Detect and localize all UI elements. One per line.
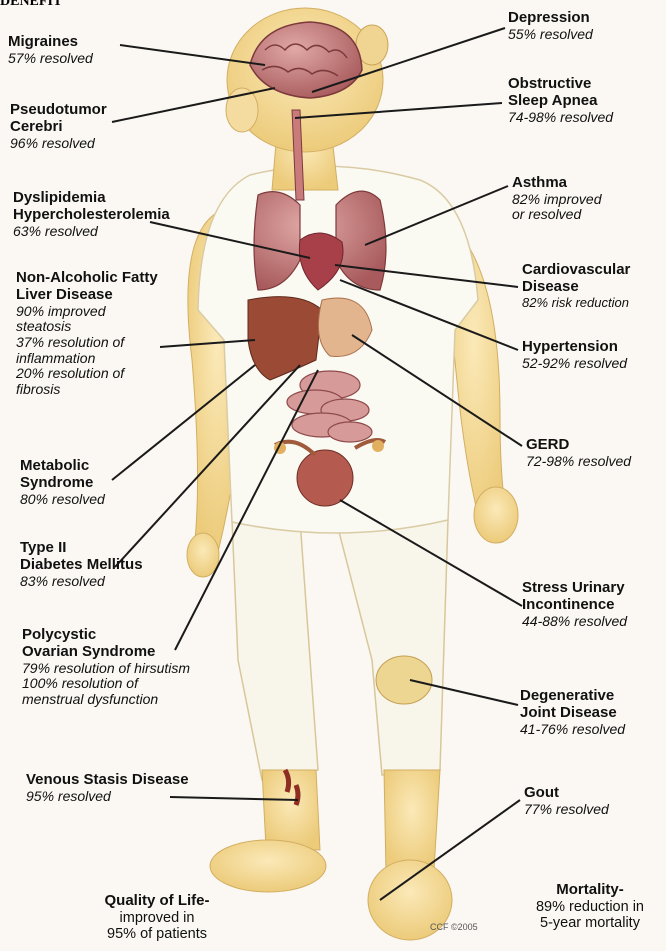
- label-mortality: Mortality- 89% reduction in 5-year morta…: [520, 882, 660, 931]
- label-migraines: Migraines 57% resolved: [8, 34, 93, 66]
- label-venous-stasis: Venous Stasis Disease 95% resolved: [26, 772, 189, 804]
- label-sleep-apnea: Obstructive Sleep Apnea 74-98% resolved: [508, 76, 613, 125]
- pants: [232, 520, 448, 780]
- label-depression: Depression 55% resolved: [508, 10, 593, 42]
- label-stress-urinary-incontinence: Stress Urinary Incontinence 44-88% resol…: [522, 580, 627, 629]
- label-quality-of-life: Quality of Life- improved in 95% of pati…: [82, 893, 232, 942]
- label-nafld: Non-Alcoholic Fatty Liver Disease 90% im…: [16, 270, 158, 398]
- label-pcos: Polycystic Ovarian Syndrome 79% resoluti…: [22, 627, 190, 708]
- label-degenerative-joint-disease: Degenerative Joint Disease 41-76% resolv…: [520, 688, 625, 737]
- label-gerd: GERD 72-98% resolved: [526, 437, 631, 469]
- label-gout: Gout 77% resolved: [524, 785, 609, 817]
- label-hypertension: Hypertension 52-92% resolved: [522, 339, 627, 371]
- label-dyslipidemia: Dyslipidemia Hypercholesterolemia 63% re…: [13, 190, 170, 239]
- label-asthma: Asthma 82% improved or resolved: [512, 175, 602, 223]
- label-metabolic-syndrome: Metabolic Syndrome 80% resolved: [20, 458, 105, 507]
- watermark: CCF ©2005: [430, 922, 478, 932]
- label-pseudotumor-cerebri: Pseudotumor Cerebri 96% resolved: [10, 102, 107, 151]
- label-cardiovascular: Cardiovascular Disease 82% risk reductio…: [522, 262, 630, 310]
- label-type-ii-diabetes: Type II Diabetes Mellitus 83% resolved: [20, 540, 143, 589]
